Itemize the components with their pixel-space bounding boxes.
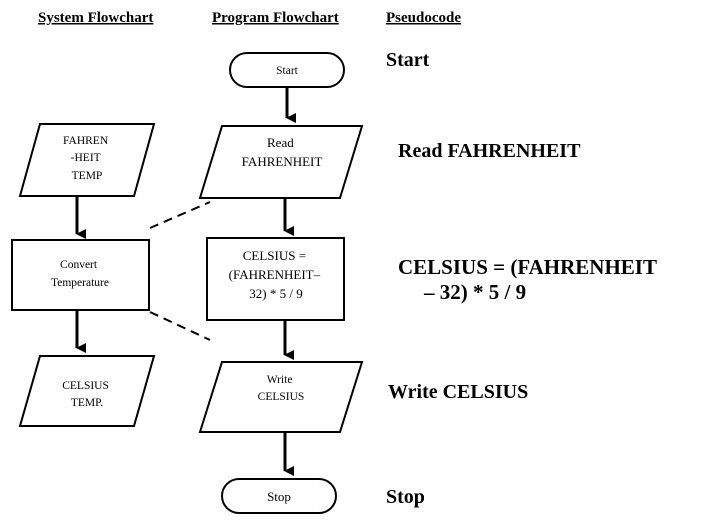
header-system-flowchart: System Flowchart xyxy=(38,10,153,26)
system-process-box xyxy=(11,239,150,311)
header-program-flowchart: Program Flowchart xyxy=(212,10,339,26)
program-read-parallelogram xyxy=(198,125,364,199)
system-output-text: CELSIUS TEMP. xyxy=(62,380,112,409)
pseudocode-stop: Stop xyxy=(386,486,425,508)
system-input-text: FAHREN -HEIT TEMP xyxy=(63,135,111,182)
program-read-text: Read FAHRENHEIT xyxy=(242,135,323,169)
dashed-connector-bottom xyxy=(149,311,211,341)
dashed-connector-top xyxy=(149,201,211,229)
program-process-box xyxy=(206,237,345,321)
system-input-parallelogram xyxy=(18,123,156,197)
program-start-text: Start xyxy=(276,65,299,77)
program-stop-text: Stop xyxy=(267,489,291,504)
system-process-text: Convert Temperature xyxy=(51,259,109,289)
system-output-parallelogram xyxy=(18,355,156,427)
program-process-text: CELSIUS = (FAHRENHEIT– 32) * 5 / 9 xyxy=(229,248,324,301)
pseudocode-write: Write CELSIUS xyxy=(388,381,528,403)
pseudocode-start: Start xyxy=(386,49,430,71)
pseudocode-read: Read FAHRENHEIT xyxy=(398,140,581,162)
program-write-parallelogram xyxy=(198,361,364,433)
pseudocode-calc-line2: – 32) * 5 / 9 xyxy=(423,280,526,304)
program-write-text: Write CELSIUS xyxy=(258,374,305,403)
pseudocode-calc-line1: CELSIUS = (FAHRENHEIT xyxy=(398,255,657,279)
header-pseudocode: Pseudocode xyxy=(386,10,461,26)
program-stop-terminal xyxy=(221,478,337,514)
